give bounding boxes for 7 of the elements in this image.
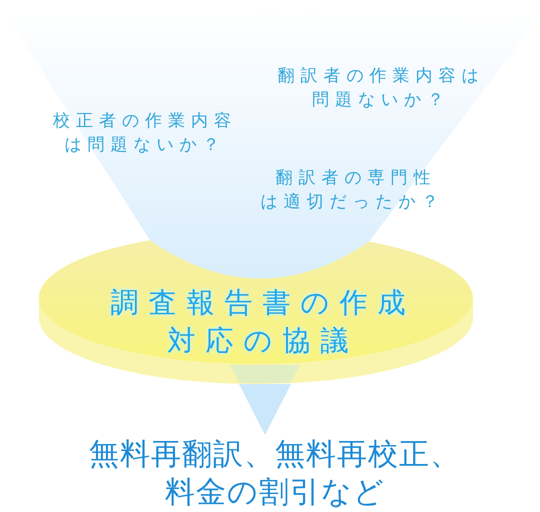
step-title: 対応の協議 [166,323,358,359]
question-text: 校正者の作業内容は問題ないか？ [52,110,238,157]
step-title: 調査報告書の作成 [110,285,416,321]
outcome-text: 無料再翻訳、無料再校正、料金の割引など [85,436,465,512]
question-text: 翻訳者の作業内容は問題ないか？ [276,65,486,112]
question-text: 翻訳者の専門性は適切だったか？ [260,167,446,214]
arrow [239,384,291,435]
